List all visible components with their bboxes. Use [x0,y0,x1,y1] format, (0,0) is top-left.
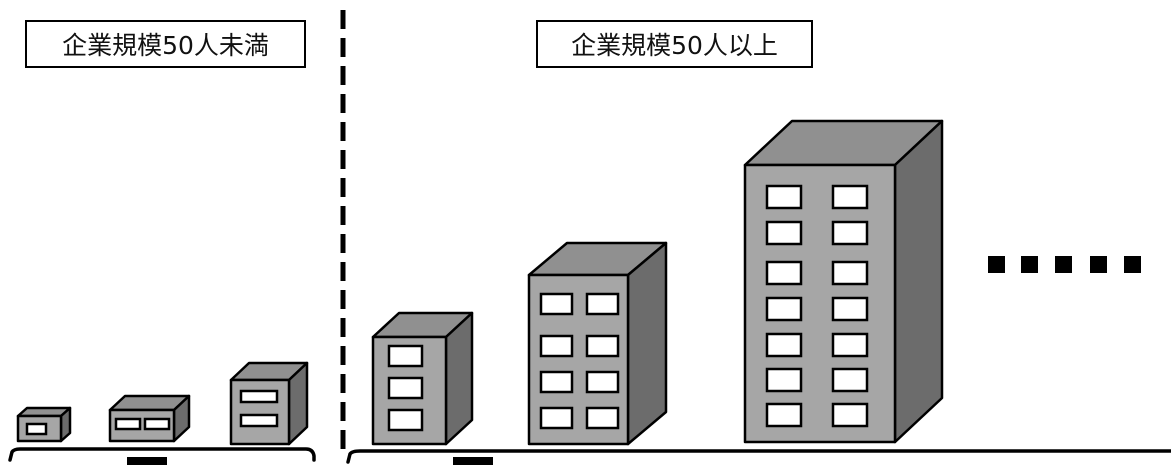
large-group-bracket [346,449,1171,464]
small-group-bracket-tab [127,457,167,465]
building-icon [108,394,191,443]
building-icon [527,241,668,446]
small-company-label: 企業規模50人未満 [25,20,306,68]
building-icon [16,406,72,443]
building-icon [229,361,309,446]
building-icon [743,119,944,444]
large-group-bracket-tab [453,457,493,465]
large-company-label: 企業規模50人以上 [536,20,813,68]
small-group-bracket [8,447,316,462]
building-icon [371,311,474,446]
continuation-dots-icon [988,256,1141,273]
